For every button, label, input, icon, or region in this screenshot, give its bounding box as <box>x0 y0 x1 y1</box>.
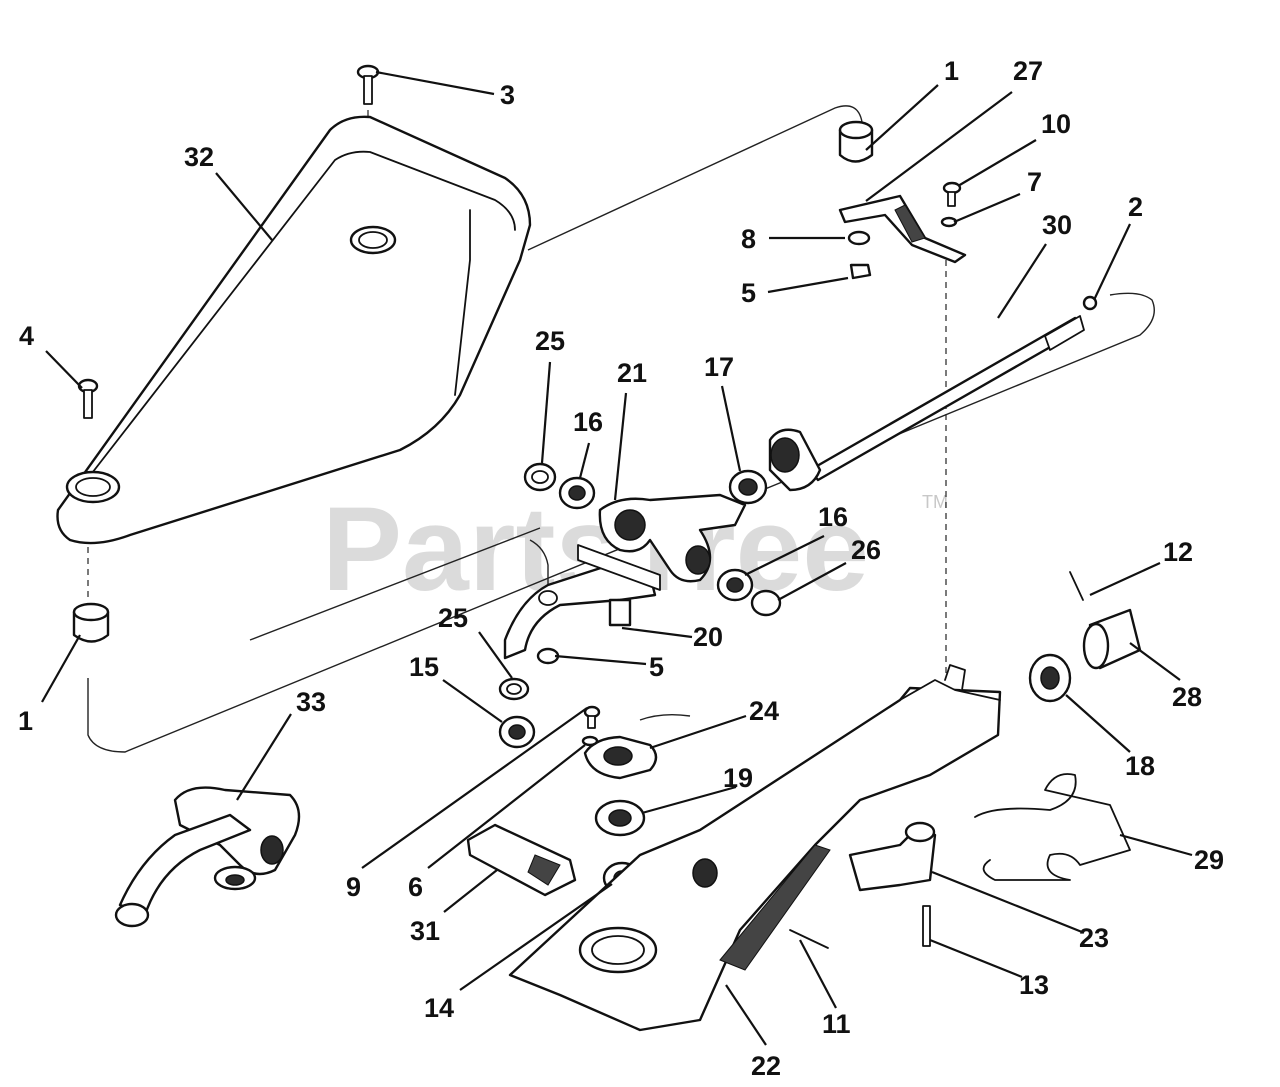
callout-30: 30 <box>1042 210 1072 240</box>
callout-8: 8 <box>741 224 756 254</box>
callout-19: 19 <box>723 763 753 793</box>
callout-31: 31 <box>410 916 440 946</box>
callout-27: 27 <box>1013 56 1043 86</box>
part-16-bearing-top <box>558 476 596 510</box>
part-2-pin <box>1082 295 1098 311</box>
callout-33: 33 <box>296 687 326 717</box>
callout-9: 9 <box>346 872 361 902</box>
part-12-pin <box>1069 571 1084 601</box>
callout-4: 4 <box>19 321 34 351</box>
leader-lines <box>41 70 1193 1046</box>
callout-23: 23 <box>1079 923 1109 953</box>
part-16-bearing-bottom <box>716 568 754 602</box>
callout-32: 32 <box>184 142 214 172</box>
callout-15: 15 <box>409 652 439 682</box>
callout-12: 12 <box>1163 537 1193 567</box>
callout-7: 7 <box>1027 167 1042 197</box>
callout-13: 13 <box>1019 970 1049 1000</box>
callout-6: 6 <box>408 872 423 902</box>
part-27-bracket <box>838 194 967 264</box>
cross-shaft-arm <box>503 544 661 660</box>
callout-18: 18 <box>1125 751 1155 781</box>
part-11-pin <box>789 929 829 949</box>
part-4-bolt <box>77 378 99 419</box>
callout-10: 10 <box>1041 109 1071 139</box>
part-21-yoke <box>598 493 747 583</box>
part-7-washer <box>940 216 958 228</box>
callout-25-bottom: 25 <box>438 603 468 633</box>
part-8-washer <box>847 230 871 246</box>
part-24-flange <box>583 735 658 780</box>
watermark-tm: TM <box>922 492 948 512</box>
callout-20: 20 <box>693 622 723 652</box>
part-10-screw <box>942 181 962 207</box>
part-25-seal-top <box>523 462 557 492</box>
part-18-bearing <box>1028 653 1072 703</box>
part-1-bushing-bottom <box>72 602 110 643</box>
part-19-bearing <box>594 799 646 837</box>
part-9-screw <box>583 705 601 729</box>
part-31-block <box>466 823 577 897</box>
part-33-assembly <box>114 786 301 928</box>
callout-28: 28 <box>1172 682 1202 712</box>
callout-16-top: 16 <box>573 407 603 437</box>
callout-3: 3 <box>500 80 515 110</box>
part-13-pin <box>922 905 931 947</box>
callout-29: 29 <box>1194 845 1224 875</box>
callout-22: 22 <box>751 1051 781 1081</box>
callout-21: 21 <box>617 358 647 388</box>
part-26-plug <box>750 589 782 617</box>
callout-17: 17 <box>704 352 734 382</box>
part-25-seal-bottom <box>498 677 530 701</box>
callout-16-bottom: 16 <box>818 502 848 532</box>
part-32-cover <box>56 115 532 545</box>
callout-1-bottom: 1 <box>18 706 33 736</box>
part-22-housing <box>508 664 1002 1032</box>
callout-labels: 3 1 27 32 10 7 2 8 30 5 4 25 21 17 16 16… <box>18 56 1224 1081</box>
part-30-shaft <box>768 315 1085 492</box>
callout-1-top: 1 <box>944 56 959 86</box>
part-17-bearing <box>728 469 768 505</box>
part-15-bearing <box>498 715 536 749</box>
callout-5-bottom: 5 <box>649 652 664 682</box>
part-29-spring <box>974 773 1131 881</box>
callout-14: 14 <box>424 993 454 1023</box>
part-23-lever <box>848 821 937 892</box>
callout-24: 24 <box>749 696 779 726</box>
part-20-pin <box>608 598 632 627</box>
callout-26: 26 <box>851 535 881 565</box>
callout-25-top: 25 <box>535 326 565 356</box>
callout-11: 11 <box>822 1009 851 1039</box>
part-28-coupler <box>1082 608 1142 670</box>
part-3-bolt <box>356 64 380 105</box>
callout-5-top: 5 <box>741 278 756 308</box>
part-5-nut-top <box>849 263 872 280</box>
part-1-bushing-top <box>838 120 874 163</box>
part-6-washer <box>581 735 599 747</box>
callout-2: 2 <box>1128 192 1143 222</box>
